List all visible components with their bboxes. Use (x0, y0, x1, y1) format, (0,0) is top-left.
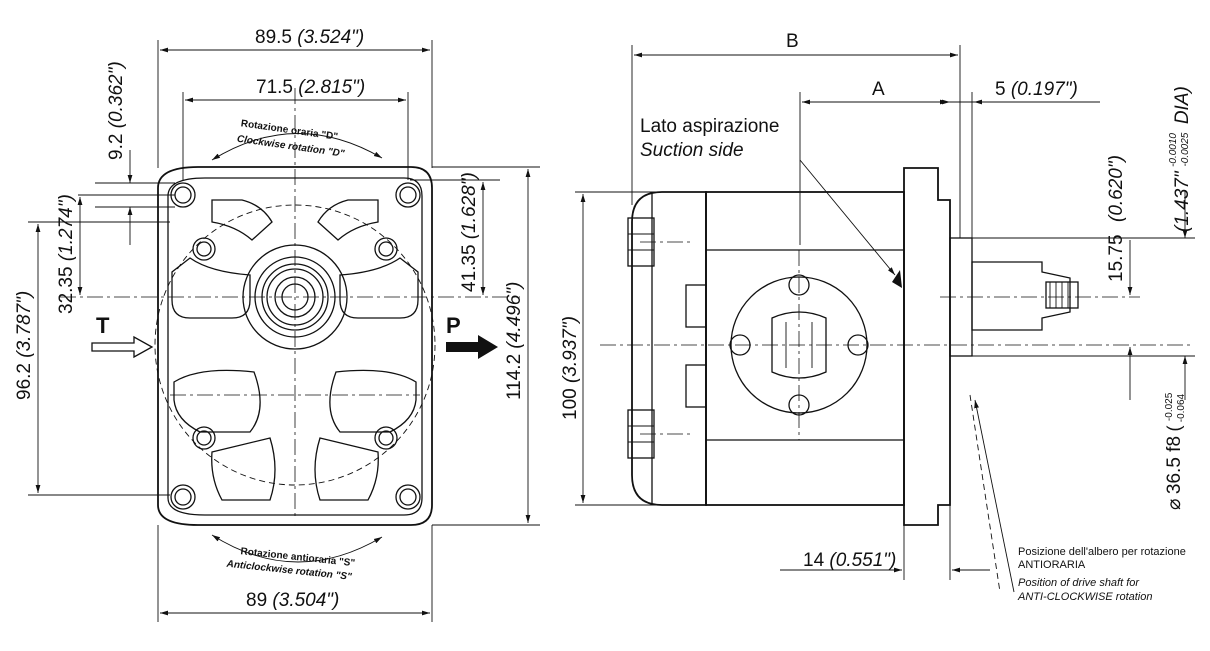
drive-shaft (971, 261, 1071, 331)
upper-cavity-right (339, 257, 419, 319)
dim-p-offset: 41.35 (1.628") (459, 172, 480, 292)
front-view: 89.5 (3.524") 71.5 (2.815") 89 (3.504") … (14, 27, 540, 622)
dim-t-offset: 32.35 (1.274") (56, 194, 77, 314)
dim-flange-thk: 14 (0.551") (803, 550, 896, 571)
dim-body-height: 100 (3.937") (560, 316, 581, 420)
front-inner-outline (167, 177, 423, 516)
dim-pilot-dia: ⌀ 36.5 f8 ( -0.025 -0.064 (1159, 388, 1187, 510)
port-p-arrow (446, 335, 498, 359)
dim-vertical-left: 96.2 (3.787") (14, 291, 35, 400)
port-t-arrow (91, 335, 154, 359)
dim-shaft-offset-in: (0.620") (1106, 155, 1127, 222)
side-main-body (705, 191, 905, 506)
dim-shaft-len: 5 (0.197") (995, 79, 1078, 100)
dim-shaft-offset: 15.75 (1106, 234, 1127, 282)
mounting-flange (903, 167, 951, 526)
upper-recess (211, 199, 273, 241)
port-opening (771, 311, 827, 379)
mounting-holes (170, 182, 421, 510)
lower-cavity-left (173, 369, 261, 433)
ccw-shaft-hidden (969, 394, 1001, 593)
bolt-circle-dashed (154, 204, 436, 486)
upper-cavity-left (171, 257, 251, 319)
port-bolt-top (788, 274, 810, 296)
dim-width-top: 89.5 (3.524") (255, 27, 364, 48)
suction-label-it: Lato aspirazione (640, 116, 779, 137)
dim-height: 114.2 (4.496") (504, 282, 525, 400)
suction-side-marker (892, 270, 902, 288)
note-en-2: ANTI-CLOCKWISE rotation (1017, 591, 1152, 603)
rotation-ccw-arc (211, 534, 383, 563)
side-view: B A 5 (0.197") Lato aspirazione Suction … (560, 31, 1195, 603)
dim-b-label: B (786, 31, 799, 52)
dim-bolt-spacing: 71.5 (2.815") (256, 77, 365, 98)
suction-label-en: Suction side (640, 140, 744, 161)
lower-rib-right (314, 437, 379, 501)
dim-dia-imperial: (1.437" -0.0010 -0.0025 DIA) (1163, 86, 1193, 232)
front-body-outline (157, 166, 433, 526)
note-it-2: ANTIORARIA (1018, 559, 1086, 571)
lower-rib-left (211, 437, 276, 501)
lower-cavity-right (329, 369, 417, 433)
upper-recess-right (317, 199, 379, 241)
rotation-cw-arc (211, 133, 383, 161)
side-port-lower (685, 364, 707, 408)
dim-flange: 9.2 (0.362") (106, 61, 127, 160)
note-en-1: Position of drive shaft for (1018, 577, 1140, 589)
side-port-upper (685, 284, 707, 328)
note-it-1: Posizione dell'albero per rotazione (1018, 546, 1186, 558)
dim-a-label: A (872, 79, 885, 100)
port-p-label: P (446, 313, 461, 338)
dim-width-bottom: 89 (3.504") (246, 590, 339, 611)
port-t-label: T (96, 313, 110, 338)
